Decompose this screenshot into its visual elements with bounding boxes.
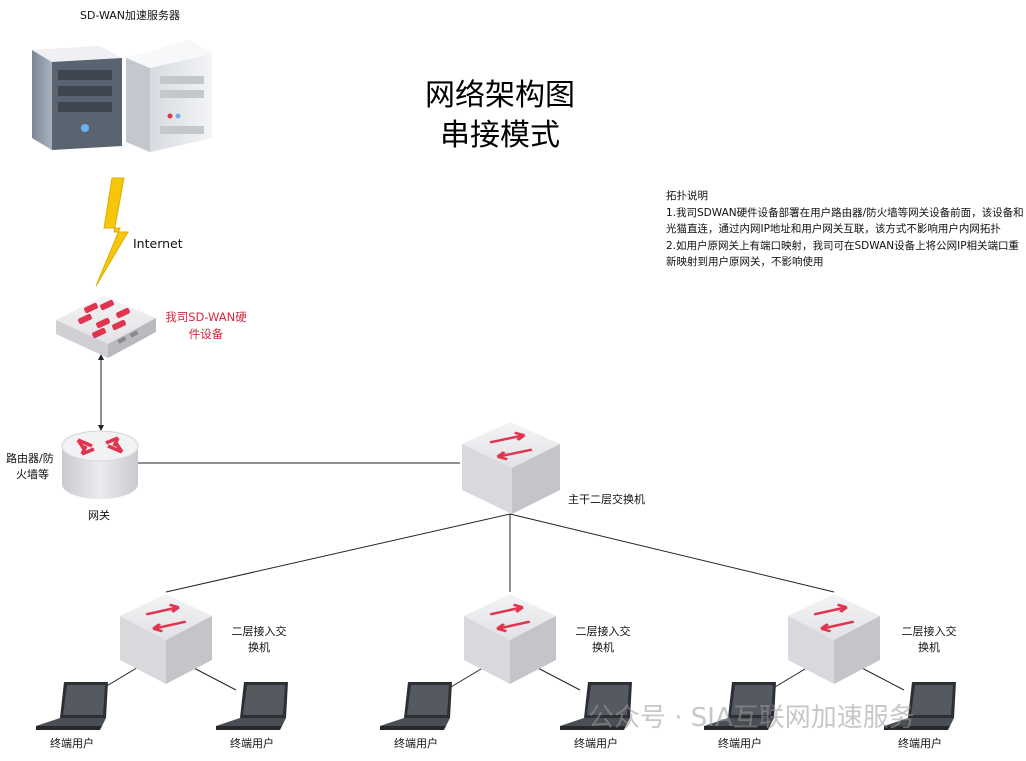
sdwan-device-icon — [56, 296, 156, 358]
sdwan-device-label: 我司SD-WAN硬 件设备 — [160, 309, 252, 343]
internet-label: Internet — [133, 236, 183, 251]
core-switch-icon — [462, 422, 560, 514]
laptop-icon — [380, 682, 452, 730]
laptop-icon — [884, 682, 956, 730]
core-switch-label: 主干二层交换机 — [568, 493, 645, 506]
switch-icon — [464, 594, 556, 684]
laptop-icon — [560, 682, 632, 730]
access-switch-label-line-1: 二层接入交 — [231, 625, 287, 638]
link-access-right-terminal-2 — [857, 665, 905, 691]
terminal-label: 终端用户 — [718, 737, 762, 750]
laptop-icon — [216, 682, 288, 730]
terminal-label: 终端用户 — [50, 737, 94, 750]
terminal-label: 终端用户 — [574, 737, 618, 750]
switch-icon — [788, 594, 880, 684]
laptop-icon — [704, 682, 776, 730]
access-switch-label-line-2: 换机 — [592, 641, 614, 654]
terminal-label: 终端用户 — [394, 737, 438, 750]
server-label: SD-WAN加速服务器 — [80, 9, 181, 22]
terminal-label: 终端用户 — [898, 737, 942, 750]
link-access-left-terminal-2 — [189, 665, 237, 691]
sdwan-device-label-line-2: 件设备 — [188, 327, 224, 341]
title-line-2: 串接模式 — [440, 118, 560, 153]
laptop-icon — [36, 682, 108, 730]
access-switch-label-line-1: 二层接入交 — [901, 625, 957, 638]
title-line-1: 网络架构图 — [425, 78, 575, 113]
access-switch-label-line-2: 换机 — [248, 641, 270, 654]
link-core-access-right — [509, 513, 835, 593]
access-switch-label: 二层接入交 换机 — [896, 624, 962, 656]
switch-icon — [120, 594, 212, 684]
description-heading: 拓扑说明 — [666, 190, 708, 202]
watermark: 公众号 · SIA互联网加速服务 — [588, 703, 915, 733]
link-access-right-terminal-1 — [769, 665, 811, 691]
description-point-1: 1.我司SDWAN硬件设备部署在用户路由器/防火墙等网关设备前面，该设备和光猫直… — [666, 206, 1024, 236]
router-side-label-line-1: 路由器/防 — [6, 452, 54, 465]
router-icon — [61, 430, 139, 499]
link-core-access-left — [165, 513, 511, 593]
access-switch-label-line-2: 换机 — [918, 641, 940, 654]
page-title: 网络架构图 串接模式 — [380, 76, 620, 156]
sdwan-device-label-line-1: 我司SD-WAN硬 — [165, 310, 247, 324]
link-access-mid-terminal-1 — [445, 665, 487, 691]
lightning-icon — [95, 177, 129, 287]
router-side-label-line-2: 火墙等 — [16, 468, 49, 481]
access-switch-label-line-1: 二层接入交 — [575, 625, 631, 638]
access-switch-label: 二层接入交 换机 — [226, 624, 292, 656]
server-icon — [32, 40, 212, 152]
gateway-label: 网关 — [88, 509, 110, 522]
router-side-label: 路由器/防 火墙等 — [6, 451, 54, 483]
access-switch-label: 二层接入交 换机 — [570, 624, 636, 656]
terminal-label: 终端用户 — [230, 737, 274, 750]
description-point-2: 2.如用户原网关上有端口映射，我司可在SDWAN设备上将公网IP相关端口重新映射… — [666, 239, 1020, 269]
topology-description: 拓扑说明 1.我司SDWAN硬件设备部署在用户路由器/防火墙等网关设备前面，该设… — [666, 188, 1026, 271]
link-access-mid-terminal-2 — [533, 665, 581, 691]
